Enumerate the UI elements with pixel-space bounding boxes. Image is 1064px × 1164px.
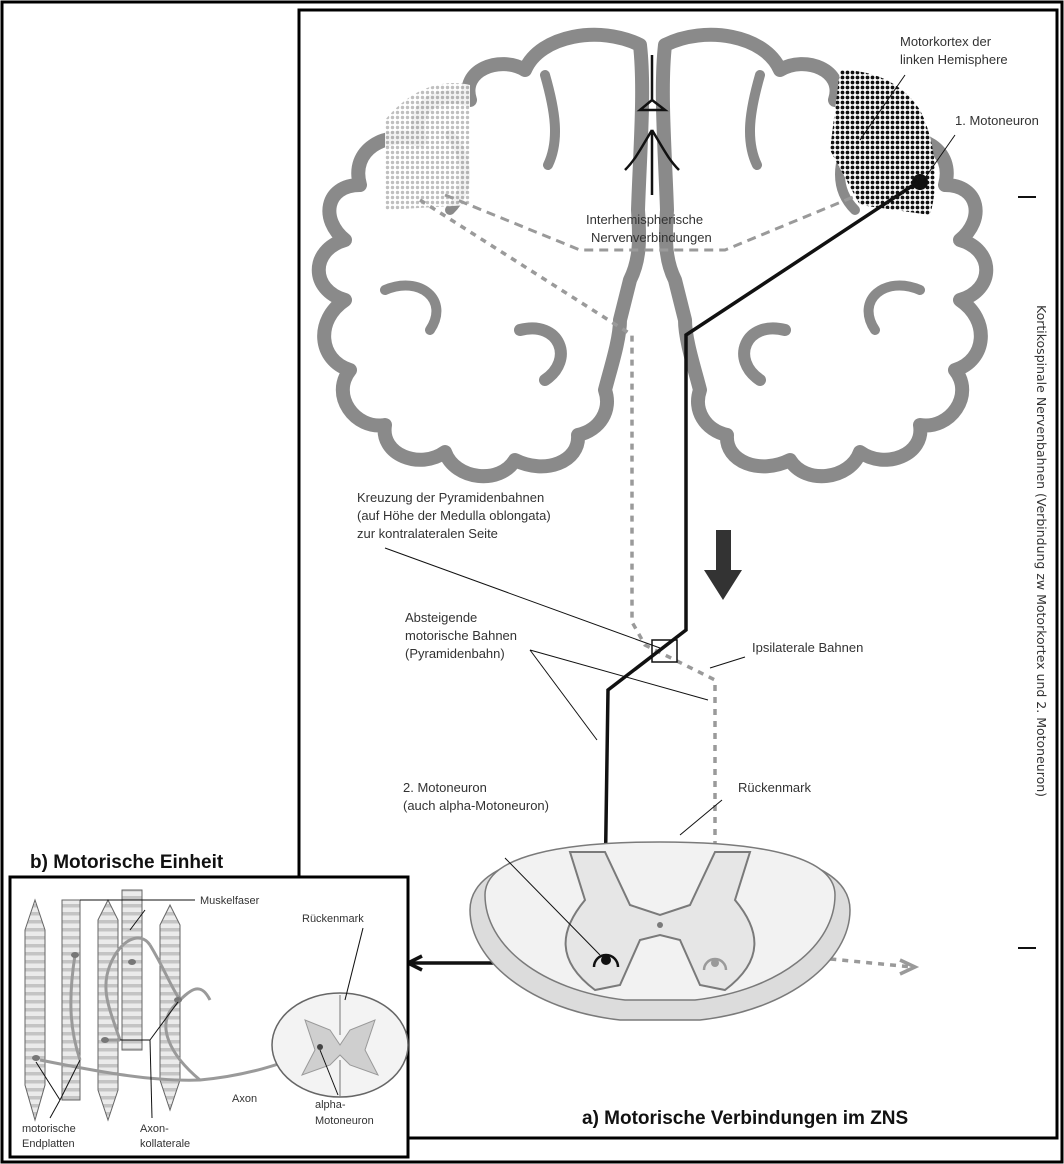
label-ipsilateral: Ipsilaterale Bahnen: [752, 640, 863, 655]
label-interhemispheric-1: Interhemispherische: [586, 212, 703, 227]
downward-arrow: [704, 530, 742, 600]
label-descending-2: motorische Bahnen: [405, 628, 517, 643]
label-alpha-2: Motoneuron: [315, 1115, 374, 1127]
label-endplates-1: motorische: [22, 1123, 76, 1135]
label-collateral-2: kollaterale: [140, 1138, 190, 1150]
label-decussation-2: (auf Höhe der Medulla oblongata): [357, 508, 551, 523]
label-muscle-fiber: Muskelfaser: [200, 895, 260, 907]
label-collateral-1: Axon-: [140, 1123, 169, 1135]
label-descending-1: Absteigende: [405, 610, 477, 625]
label-interhemispheric-2: Nervenverbindungen: [591, 230, 712, 245]
label-axon: Axon: [232, 1093, 257, 1105]
panel-a-title: a) Motorische Verbindungen im ZNS: [582, 1108, 908, 1129]
brain-coronal-section: [319, 35, 987, 476]
label-second-motoneuron-1: 2. Motoneuron: [403, 780, 487, 795]
label-spinal-cord-small: Rückenmark: [302, 913, 364, 925]
label-first-motoneuron: 1. Motoneuron: [955, 113, 1039, 128]
label-spinal-cord: Rückenmark: [738, 780, 811, 795]
spinal-cord-small: [272, 993, 408, 1097]
label-decussation-1: Kreuzung der Pyramidenbahnen: [357, 490, 544, 505]
label-descending-3: (Pyramidenbahn): [405, 646, 505, 661]
panel-b-title: b) Motorische Einheit: [30, 852, 224, 873]
label-endplates-2: Endplatten: [22, 1138, 75, 1150]
side-label-corticospinal: Kortikospinale Nervenbahnen (Verbindung …: [1034, 305, 1049, 797]
label-second-motoneuron-2: (auch alpha-Motoneuron): [403, 798, 549, 813]
label-alpha-1: alpha-: [315, 1099, 346, 1111]
label-motor-cortex-2: linken Hemisphere: [900, 52, 1008, 67]
label-decussation-3: zur kontralateralen Seite: [357, 526, 498, 541]
label-motor-cortex-1: Motorkortex der: [900, 34, 992, 49]
spinal-cord-cross-section: [470, 842, 850, 1020]
